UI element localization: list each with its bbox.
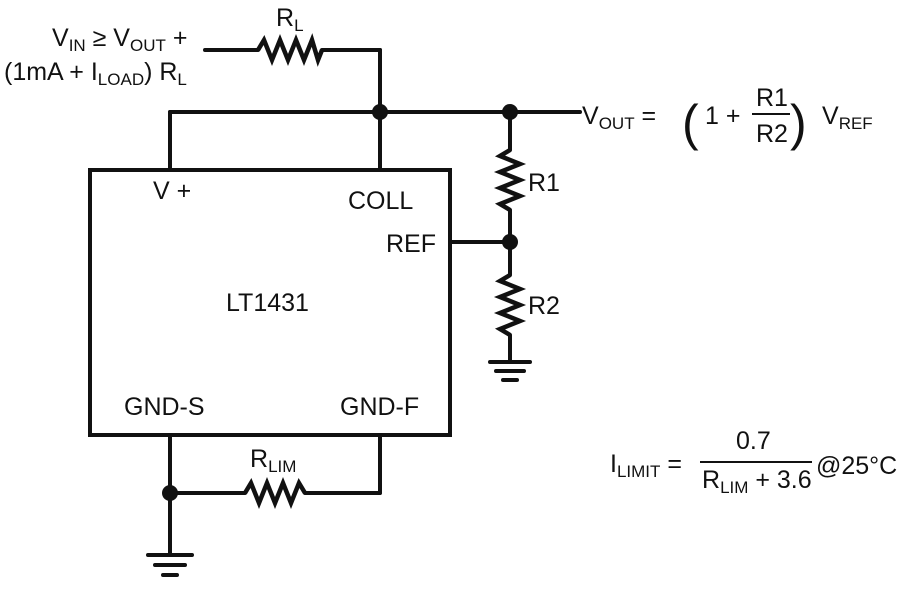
vout-right-paren: ) [790,95,807,151]
r2-label: R2 [528,292,560,320]
vin-load-label: (1mA + ILOAD) RL [4,58,187,89]
vout-fraction-numerator: R1 [756,84,788,112]
r1-label: R1 [528,169,560,197]
resistor-rlim [243,476,307,510]
pin-label-vplus: V + [153,177,191,205]
ilimit-condition: @25°C [816,452,897,480]
lt1431-ic-body [88,168,452,437]
rlim-label: RLIM [250,445,296,476]
rl-label: RL [276,4,304,35]
pin-label-gnd-s: GND-S [124,393,205,421]
junction-dot-coll [372,104,388,120]
pin-label-ref: REF [386,230,436,258]
vin-wire [203,48,382,114]
ilimit-denominator: RLIM + 3.6 [702,466,812,497]
pin-label-gnd-f: GND-F [340,393,419,421]
gnd-wire [168,433,382,557]
ground-symbol-main [146,553,194,577]
vout-fraction-denominator: R2 [756,120,788,148]
ilimit-label: ILIMIT = [610,450,682,481]
vout-one-plus: 1 + [705,102,740,130]
ground-symbol-r2 [488,360,532,382]
junction-dot-ref [502,234,518,250]
vout-label: VOUT = [582,102,656,133]
resistor-r2 [493,273,527,337]
vin-condition-label: VIN ≥ VOUT + [52,24,187,55]
resistor-rl [256,33,325,67]
ic-name-label: LT1431 [226,289,309,317]
vref-label: VREF [822,102,873,133]
ilimit-numerator: 0.7 [736,427,771,455]
resistor-r1 [493,148,527,212]
pin-label-coll: COLL [348,187,413,215]
vout-left-paren: ( [682,95,699,151]
junction-dot-gnd [162,485,178,501]
